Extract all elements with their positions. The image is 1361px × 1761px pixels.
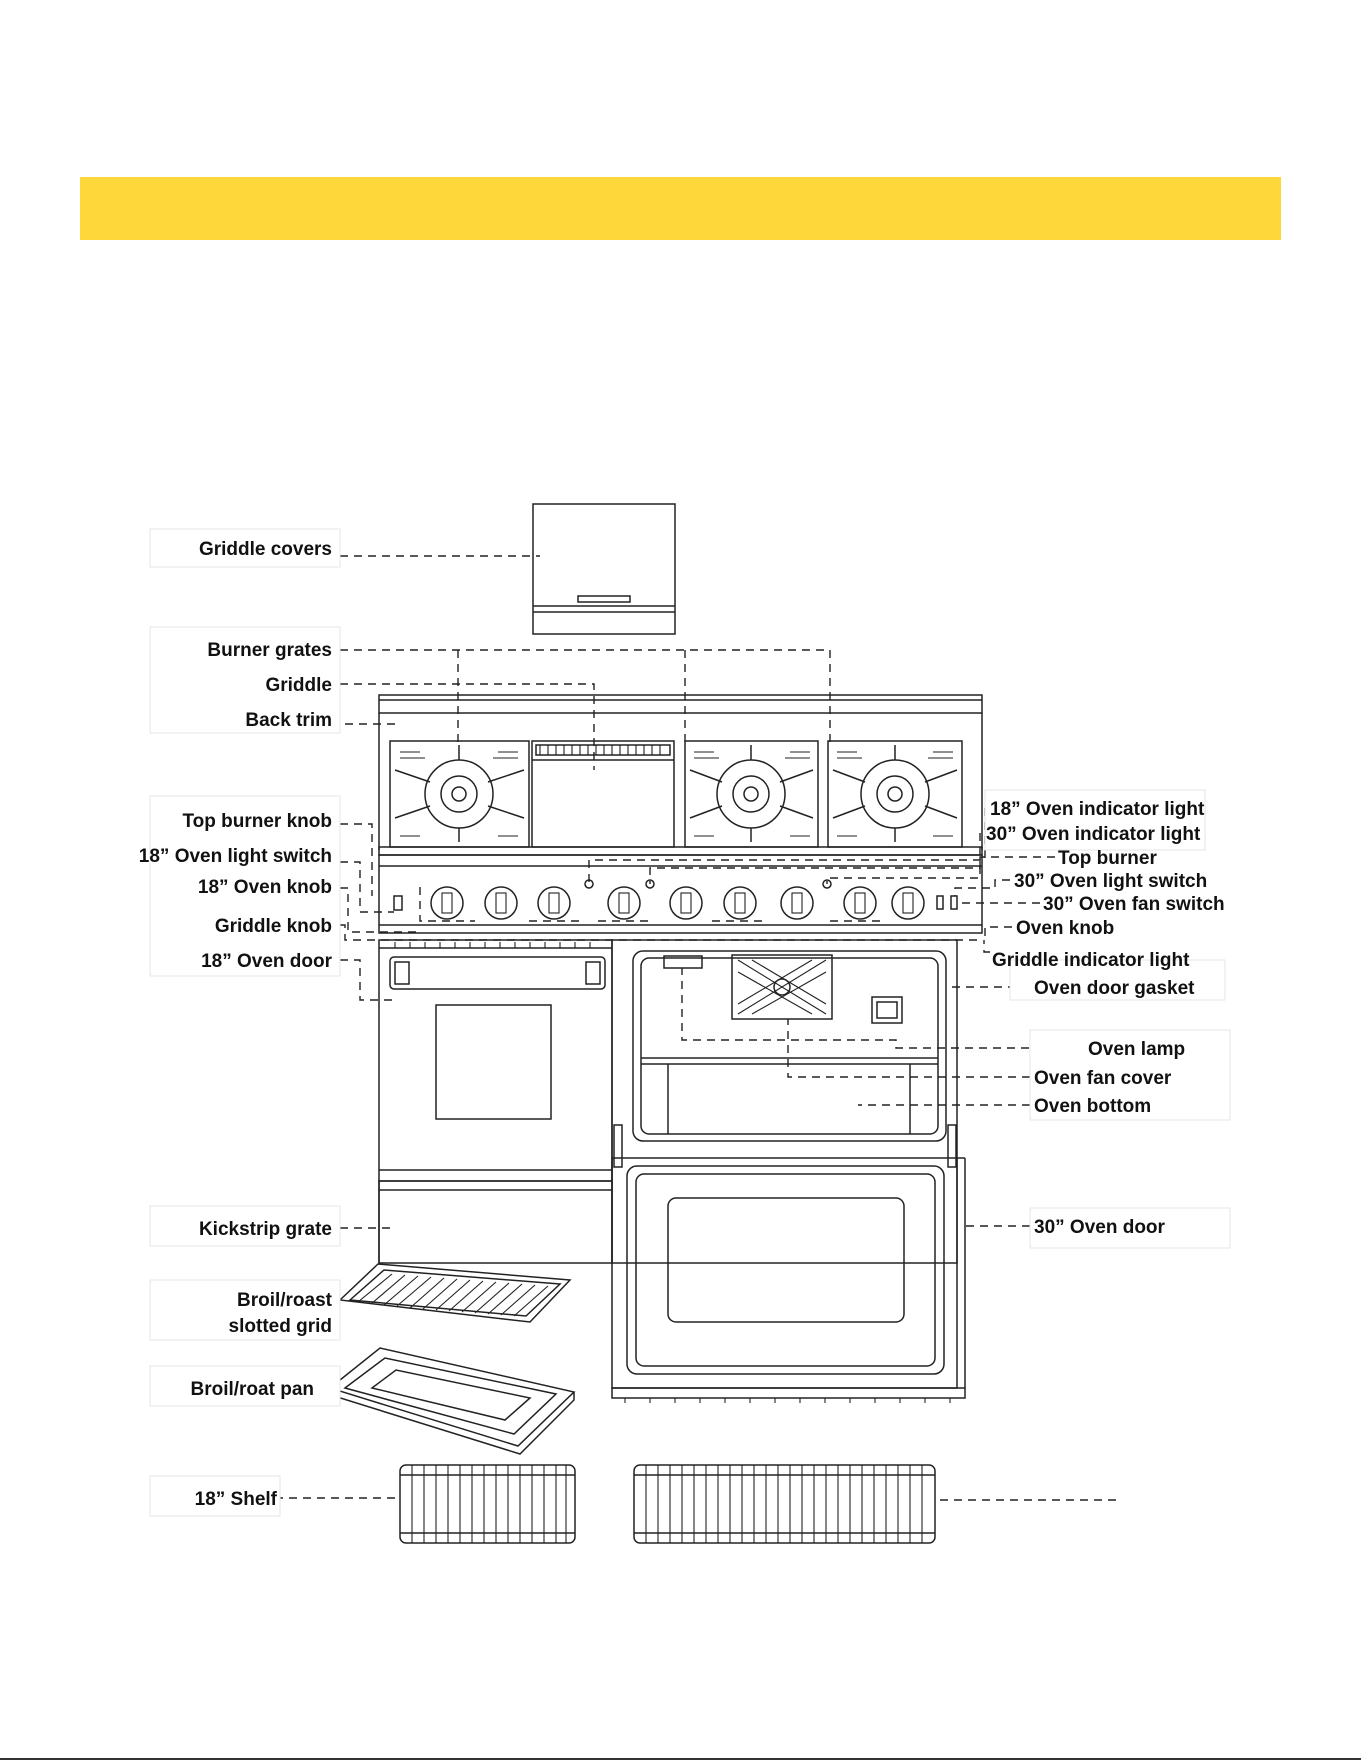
label-kickstrip-grate: Kickstrip grate	[199, 1219, 332, 1240]
label-oven18-door: 18” Oven door	[201, 951, 333, 972]
label-oven18-indicator: 18” Oven indicator light	[990, 799, 1205, 820]
label-griddle-indicator: Griddle indicator light	[992, 950, 1190, 971]
broil-grid-drawing	[338, 1263, 572, 1323]
title-banner	[80, 177, 1281, 240]
label-broil-pan: Broil/roat pan	[190, 1379, 314, 1400]
oven18-door-drawing	[378, 939, 613, 1182]
page-bottom-rule	[0, 1758, 1361, 1760]
label-top-burner: Top burner	[1058, 848, 1157, 869]
label-top-burner-knob: Top burner knob	[182, 811, 332, 832]
label-burner-grates: Burner grates	[207, 640, 332, 661]
label-griddle-covers: Griddle covers	[199, 539, 332, 560]
label-oven-fan-cover: Oven fan cover	[1034, 1068, 1172, 1089]
burner-grate-center	[684, 740, 819, 848]
label-broil-grid-line2: slotted grid	[229, 1316, 332, 1337]
kickstrip-drawing	[378, 1180, 613, 1264]
label-oven30-light-switch: 30” Oven light switch	[1014, 871, 1207, 892]
label-griddle-knob: Griddle knob	[215, 916, 332, 937]
label-shelf18: 18” Shelf	[195, 1489, 278, 1510]
oven30-cavity-drawing	[611, 939, 958, 1264]
burner-grate-left	[389, 740, 530, 848]
shelf18-drawing	[399, 1464, 576, 1544]
control-knobs	[430, 886, 925, 920]
label-oven-bottom: Oven bottom	[1034, 1096, 1151, 1117]
leader-lines-left	[275, 555, 980, 1499]
griddle-cover-drawing	[532, 503, 676, 635]
range-drawing	[378, 694, 983, 1403]
oven30-door-drawing	[611, 1157, 966, 1403]
label-oven-door-gasket: Oven door gasket	[1034, 978, 1195, 999]
label-oven-lamp: Oven lamp	[1088, 1039, 1185, 1060]
label-oven30-fan-switch: 30” Oven fan switch	[1043, 894, 1225, 915]
label-oven30-door: 30” Oven door	[1034, 1217, 1166, 1238]
label-back-trim: Back trim	[245, 710, 332, 731]
shelf30-drawing	[633, 1464, 936, 1544]
leader-lines-right	[588, 808, 1120, 1501]
broil-pan-drawing	[328, 1347, 576, 1455]
label-oven18-light-switch: 18” Oven light switch	[139, 846, 332, 867]
label-oven-knob: Oven knob	[1016, 918, 1114, 939]
label-griddle: Griddle	[265, 675, 332, 696]
label-broil-grid-line1: Broil/roast	[237, 1290, 333, 1311]
griddle-plate	[531, 740, 675, 848]
burner-grate-right	[827, 740, 963, 848]
label-oven30-indicator: 30” Oven indicator light	[986, 824, 1201, 845]
label-oven18-knob: 18” Oven knob	[198, 877, 332, 898]
